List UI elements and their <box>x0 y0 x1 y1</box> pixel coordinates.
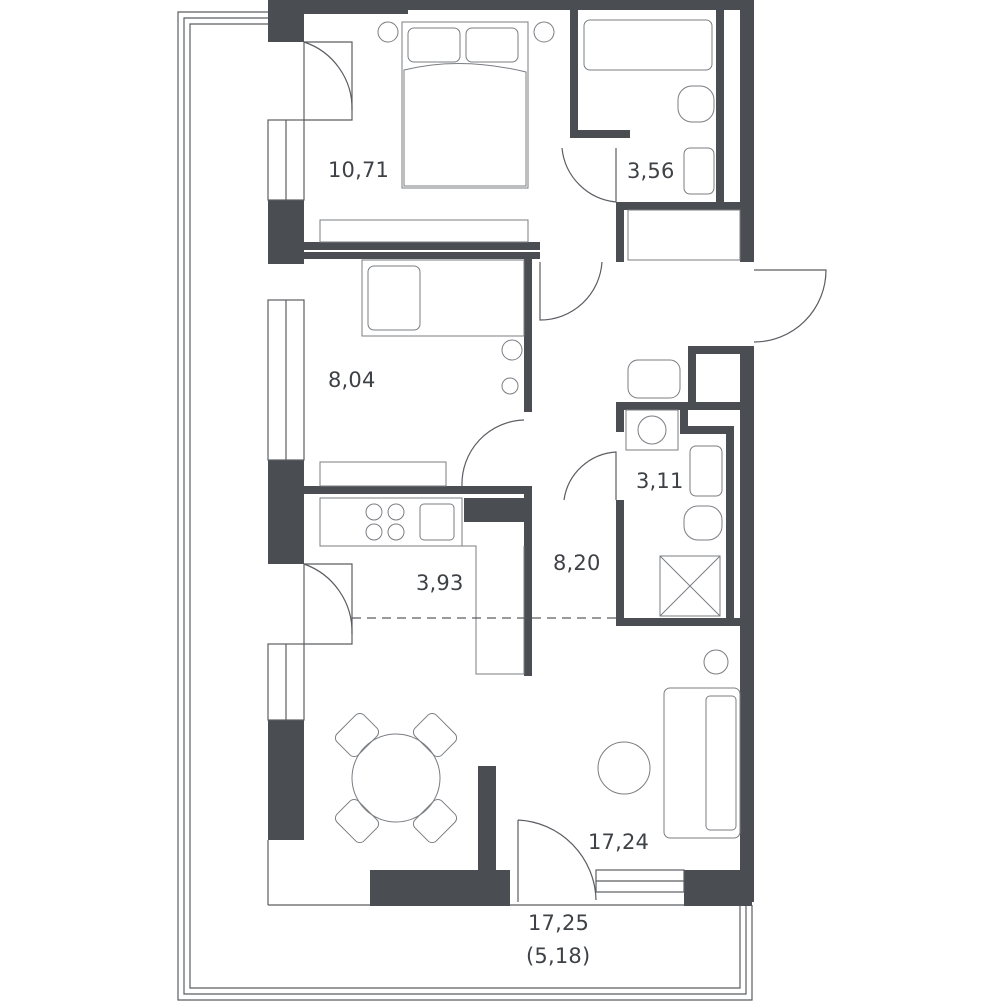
bedroom-2-bed <box>361 259 525 395</box>
room-area-bedroom-1: 10,71 <box>328 158 390 182</box>
room-area-bedroom-2: 8,04 <box>328 368 376 392</box>
dining-set <box>334 712 458 844</box>
doors <box>303 41 827 902</box>
interior-walls <box>300 0 748 902</box>
bathroom-1-fixtures <box>583 19 741 261</box>
bedroom-1-wardrobe <box>319 219 529 243</box>
room-area-bathroom-2: 3,11 <box>636 469 684 493</box>
room-area-living-room: 17,24 <box>588 830 650 854</box>
windows <box>267 119 685 893</box>
balcony-area: 17,25 <box>528 911 590 935</box>
room-area-hall: 8,20 <box>553 551 601 575</box>
bedroom-2-wardrobe <box>319 461 447 487</box>
room-area-bathroom-1: 3,56 <box>627 159 675 183</box>
living-furniture <box>597 649 741 839</box>
kitchen-counter <box>319 497 525 675</box>
bedroom-1-bed <box>377 21 555 189</box>
bathroom-2-fixtures <box>625 359 723 617</box>
room-area-kitchen: 3,93 <box>416 571 464 595</box>
exterior-walls <box>268 0 754 906</box>
balcony-reduced-area: (5,18) <box>526 944 591 968</box>
